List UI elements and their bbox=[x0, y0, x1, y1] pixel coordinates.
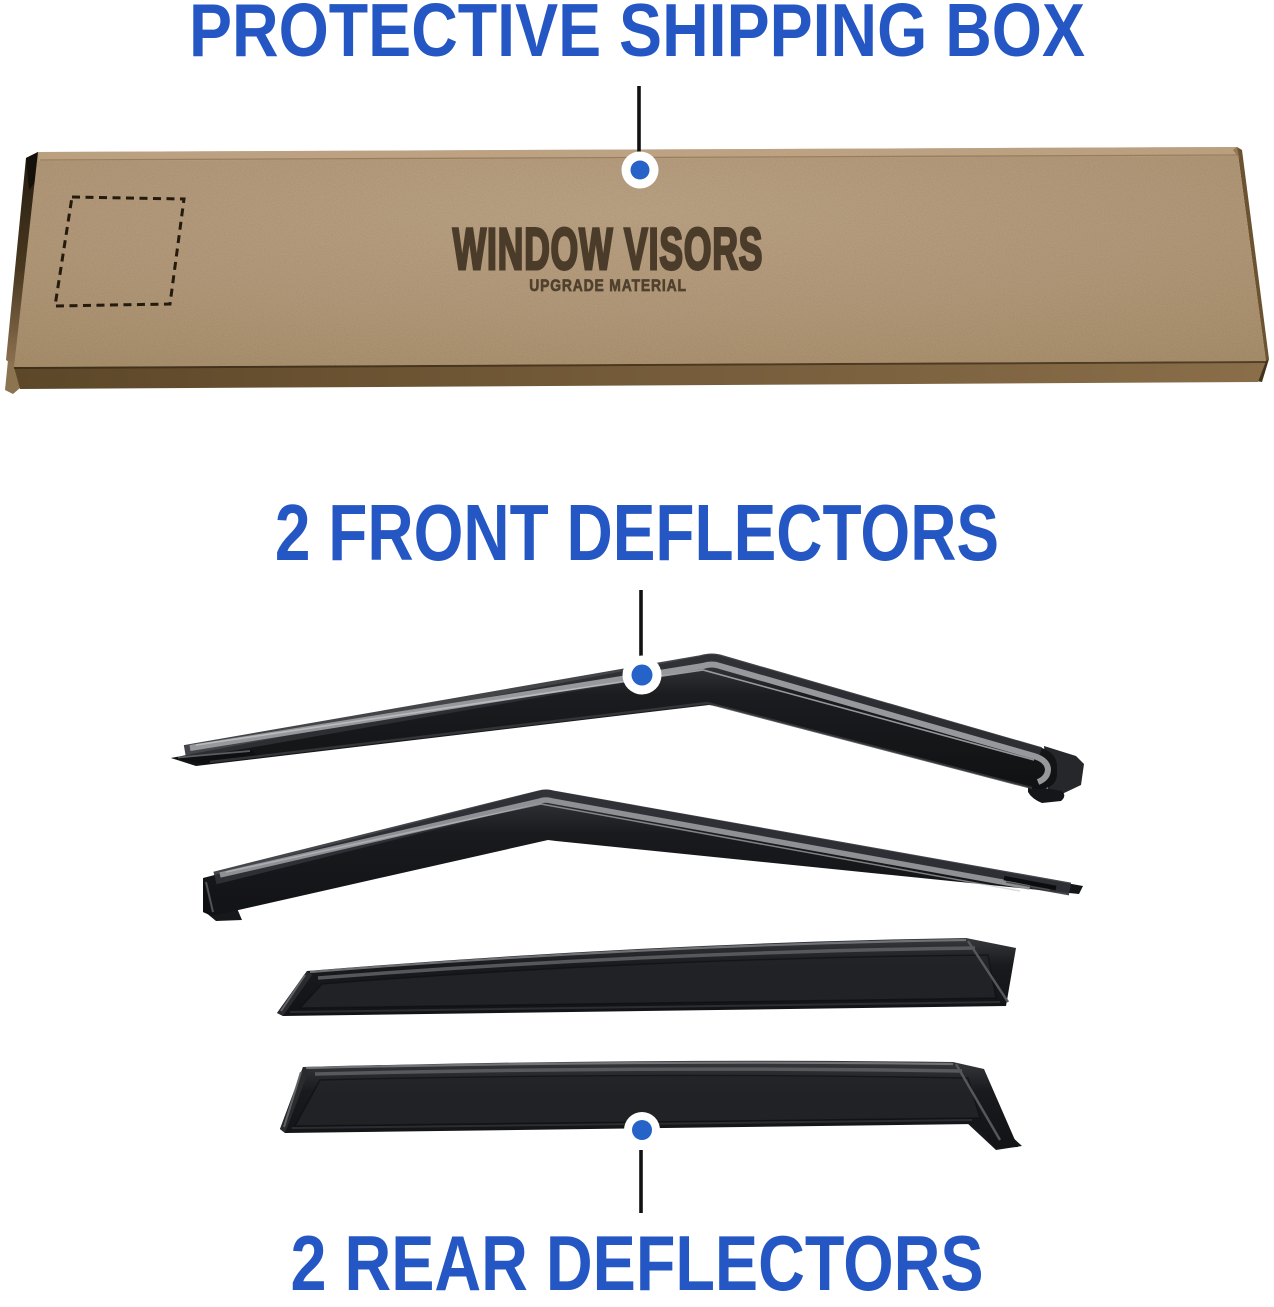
shipping-box-label-dashed-square bbox=[53, 195, 186, 308]
rear-deflector-1-image bbox=[277, 938, 1016, 1016]
shipping-box-top-right-notch bbox=[1233, 147, 1240, 159]
box-print-title: WINDOW VISORS bbox=[453, 218, 764, 282]
shipping-box-front-strip-crease bbox=[13, 361, 1267, 369]
front-deflector-1-top-highlight-thin bbox=[195, 669, 1035, 761]
rear-deflector-1-right-fold-highlight bbox=[966, 940, 1010, 1003]
callout-rear bbox=[624, 1112, 660, 1213]
front-deflector-2-top-highlight-thin bbox=[225, 803, 1021, 892]
front-deflector-2-upper-shading-band bbox=[213, 789, 1072, 896]
callout-front-dot bbox=[631, 664, 653, 686]
rear-deflector-2-left-end-ridge bbox=[283, 1071, 302, 1128]
callout-box-dot bbox=[630, 160, 650, 180]
callout-box bbox=[621, 86, 659, 189]
front-deflector-2-right-slot bbox=[1003, 875, 1057, 891]
box-section-label: PROTECTIVE SHIPPING BOX bbox=[189, 0, 1085, 72]
front-deflector-1-bottom-sheen bbox=[209, 701, 1033, 790]
rear-deflector-1-inner-panel bbox=[300, 955, 996, 1008]
rear-deflector-1-top-edge-highlight bbox=[309, 938, 967, 974]
front-deflector-2-top-highlight bbox=[219, 797, 1031, 890]
rear-deflector-1-bottom-edge-line bbox=[289, 1001, 1001, 1013]
rear-deflector-1-inner-ridge bbox=[317, 946, 976, 980]
front-deflector-1-image bbox=[171, 653, 1084, 803]
rear-deflector-2-right-fold-highlight bbox=[954, 1063, 1002, 1141]
callout-front bbox=[622, 590, 662, 695]
rear-section-label: 2 REAR DEFLECTORS bbox=[290, 1219, 984, 1307]
callout-rear-dot bbox=[632, 1120, 652, 1140]
rear-deflector-2-inner-panel-outline bbox=[293, 1074, 981, 1127]
rear-deflector-1-inner-panel-outline bbox=[298, 954, 997, 1009]
shipping-box-image: WINDOW VISORS UPGRADE MATERIAL bbox=[5, 147, 1269, 394]
front-deflector-2-right-slot-ridge bbox=[1005, 881, 1051, 891]
front-deflector-1-upper-shading-band bbox=[183, 653, 1042, 761]
box-print-subtitle: UPGRADE MATERIAL bbox=[529, 277, 687, 296]
rear-deflector-2-inner-panel bbox=[295, 1075, 980, 1126]
front-deflector-2-left-end-ridge bbox=[205, 881, 214, 913]
rear-deflector-2-top-edge-highlight bbox=[305, 1061, 954, 1070]
rear-deflector-1-left-end-ridge bbox=[280, 974, 306, 1012]
front-deflector-2-left-end-cap bbox=[203, 878, 212, 916]
shipping-box-front-strip bbox=[14, 361, 1266, 389]
front-deflector-1-top-highlight bbox=[189, 661, 1052, 785]
front-section-label: 2 FRONT DEFLECTORS bbox=[274, 488, 1000, 577]
front-deflector-1-right-hook-foot bbox=[1028, 785, 1065, 803]
shipping-box-top-face bbox=[14, 147, 1266, 367]
front-deflector-2-image bbox=[203, 789, 1083, 921]
shipping-box-left-end-cap bbox=[6, 152, 38, 367]
front-deflector-1-left-tip bbox=[171, 750, 258, 764]
front-deflector-1-left-tip-ridge bbox=[177, 750, 251, 759]
shipping-box-right-edge-face bbox=[1237, 147, 1269, 362]
shipping-box-left-end-cap-shadow bbox=[26, 152, 40, 190]
rear-deflector-2-image bbox=[280, 1060, 1022, 1150]
rear-deflector-2-inner-ridge bbox=[314, 1067, 963, 1076]
